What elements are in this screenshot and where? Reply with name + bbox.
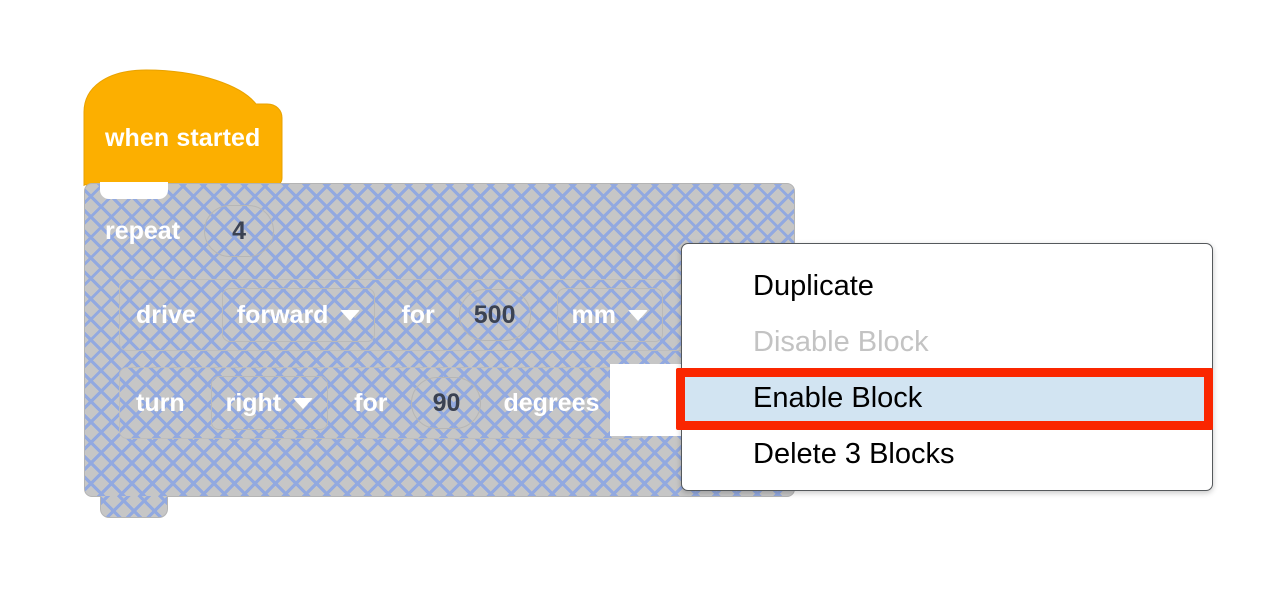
hat-block-when-started[interactable]: when started [83, 68, 289, 201]
turn-direction-dropdown[interactable]: right [210, 376, 329, 430]
repeat-count-input[interactable]: 4 [204, 205, 275, 257]
menu-item-delete-blocks[interactable]: Delete 3 Blocks [682, 426, 1212, 482]
chevron-down-icon [293, 397, 314, 409]
menu-item-duplicate[interactable]: Duplicate [682, 258, 1212, 314]
turn-verb-label: turn [136, 388, 185, 417]
hat-block-label: when started [105, 124, 261, 152]
menu-item-disable-block-label: Disable Block [753, 325, 929, 358]
workspace-gap [610, 364, 682, 436]
repeat-block-top-notch-cut [100, 182, 168, 199]
menu-item-disable-block: Disable Block [682, 314, 1212, 370]
menu-item-enable-block-label: Enable Block [753, 381, 923, 414]
drive-connector-label: for [401, 300, 435, 329]
context-menu[interactable]: Duplicate Disable Block Enable Block Del… [681, 243, 1213, 491]
turn-direction-value: right [225, 388, 282, 417]
drive-amount-input[interactable]: 500 [458, 289, 531, 341]
repeat-count-value: 4 [232, 216, 246, 245]
repeat-block-bottom-connector [100, 496, 168, 518]
chevron-down-icon [627, 309, 648, 321]
menu-item-enable-block[interactable]: Enable Block [682, 370, 1212, 426]
repeat-header-row: repeat 4 [85, 196, 275, 266]
turn-block[interactable]: turn right for 90 degrees [119, 367, 645, 439]
menu-item-delete-blocks-label: Delete 3 Blocks [753, 437, 955, 470]
turn-connector-label: for [354, 388, 388, 417]
drive-unit-value: mm [571, 300, 616, 329]
turn-unit-label: degrees [503, 388, 600, 417]
menu-item-duplicate-label: Duplicate [753, 269, 874, 302]
turn-amount-input[interactable]: 90 [411, 377, 482, 429]
drive-unit-dropdown[interactable]: mm [556, 288, 663, 342]
chevron-down-icon [340, 309, 361, 321]
drive-direction-value: forward [236, 300, 329, 329]
drive-direction-dropdown[interactable]: forward [221, 288, 376, 342]
turn-amount-value: 90 [432, 388, 461, 417]
drive-amount-value: 500 [473, 300, 516, 329]
repeat-keyword-label: repeat [105, 216, 181, 245]
drive-verb-label: drive [136, 300, 196, 329]
